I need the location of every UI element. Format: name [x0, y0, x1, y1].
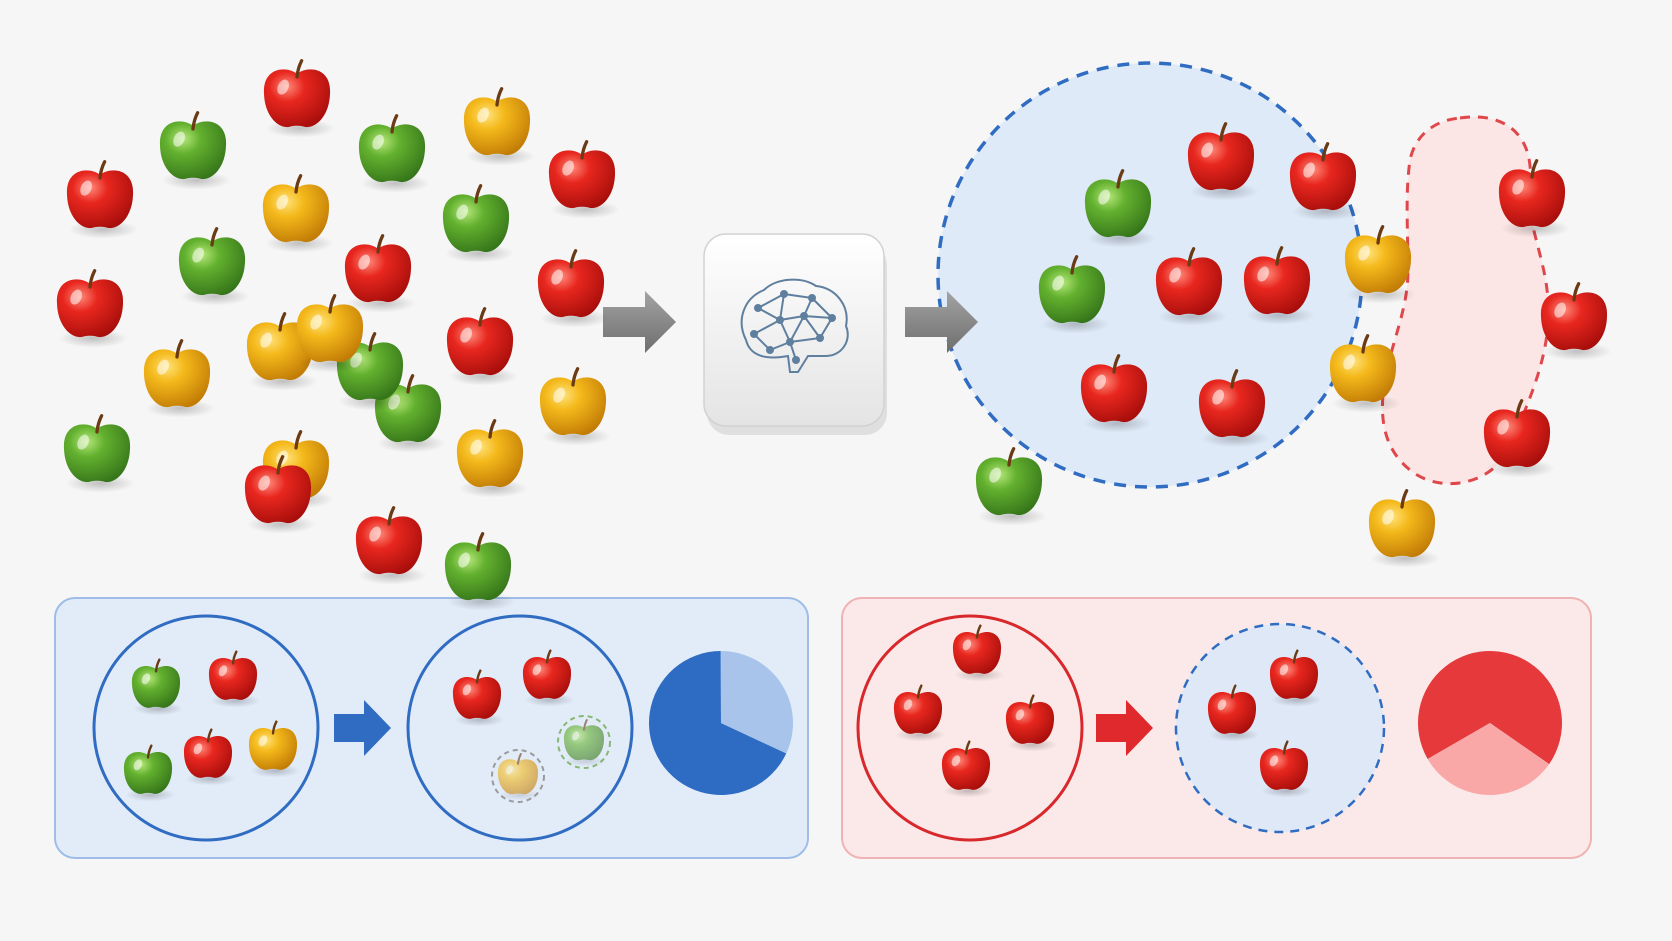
recall-after-red-apple — [1259, 740, 1312, 798]
recall-before-red-apple — [893, 684, 946, 742]
blue-cluster-green-apple — [1038, 255, 1110, 334]
precision-after-red-apple — [522, 649, 575, 707]
precision-before-red-apple — [183, 728, 236, 786]
input-red-apple — [446, 307, 518, 386]
pie-slice-major — [1418, 651, 1562, 765]
recall-before-red-apple — [952, 624, 1005, 682]
input-yellow-apple — [463, 87, 535, 166]
input-green-apple — [63, 414, 135, 493]
red-cluster-red-apple — [1483, 399, 1555, 478]
input-yellow-apple — [262, 174, 334, 253]
recall-before-group — [856, 614, 1084, 842]
precision-before-red-apple — [208, 650, 261, 708]
input-red-apple — [548, 140, 620, 219]
pie-slice-minor — [1427, 723, 1550, 796]
input-green-apple — [178, 227, 250, 306]
precision-before-green-apple — [123, 744, 176, 802]
outlier-green-apple — [975, 447, 1047, 526]
blue-cluster-yellow-apple — [1344, 225, 1416, 304]
outlier-yellow-apple — [1368, 489, 1440, 568]
blue-cluster-red-apple — [1243, 246, 1315, 325]
red-cluster-red-apple — [1540, 282, 1612, 361]
blue-cluster-green-apple — [1084, 169, 1156, 248]
recall-after-red-apple — [1269, 649, 1322, 707]
precision-before-yellow-apple — [248, 720, 301, 778]
blue-cluster-red-apple — [1155, 247, 1227, 326]
precision-after-red-apple — [452, 669, 505, 727]
pie-slice-minor — [720, 650, 793, 754]
input-red-apple — [56, 269, 128, 348]
blue-cluster-red-apple — [1187, 122, 1259, 201]
false-positive-marker — [491, 749, 545, 803]
input-red-apple — [66, 160, 138, 239]
pie-slice-major — [649, 651, 787, 795]
input-green-apple — [159, 111, 231, 190]
recall-after-red-apple — [1207, 684, 1260, 742]
arrow-right-icon — [1096, 700, 1153, 756]
input-red-apple — [263, 59, 335, 138]
input-yellow-apple — [143, 339, 215, 418]
arrow-right-icon — [334, 700, 391, 756]
precision-before-green-apple — [131, 658, 184, 716]
input-yellow-apple — [456, 419, 528, 498]
blue-cluster-red-apple — [1198, 369, 1270, 448]
red-cluster-red-apple — [1498, 159, 1570, 238]
input-yellow-apple — [246, 312, 318, 391]
neural-network-brain-icon — [740, 278, 849, 373]
arrow-right-icon — [603, 291, 676, 353]
input-red-apple — [537, 249, 609, 328]
precision-false-positive-yellow-apple — [497, 753, 541, 801]
input-green-apple — [442, 184, 514, 263]
blue-cluster-red-apple — [1080, 354, 1152, 433]
input-yellow-apple — [296, 294, 368, 373]
blue-cluster-yellow-apple — [1329, 334, 1401, 413]
input-green-apple — [444, 532, 516, 611]
false-positive-marker — [557, 715, 611, 769]
input-red-apple — [355, 506, 427, 585]
model-box — [703, 233, 887, 435]
precision-before-group — [92, 614, 320, 842]
input-yellow-apple — [539, 367, 611, 446]
input-red-apple — [344, 234, 416, 313]
input-green-apple — [358, 114, 430, 193]
recall-pie-chart — [1418, 651, 1562, 796]
precision-after-group — [406, 614, 634, 842]
precision-pie-chart — [649, 650, 793, 795]
arrow-right-icon — [905, 291, 978, 353]
recall-after-group — [1174, 622, 1386, 834]
precision-false-positive-green-apple — [563, 719, 607, 767]
blue-cluster-red-apple — [1289, 142, 1361, 221]
input-red-apple — [244, 455, 316, 534]
recall-before-red-apple — [1005, 694, 1058, 752]
recall-before-red-apple — [941, 740, 994, 798]
